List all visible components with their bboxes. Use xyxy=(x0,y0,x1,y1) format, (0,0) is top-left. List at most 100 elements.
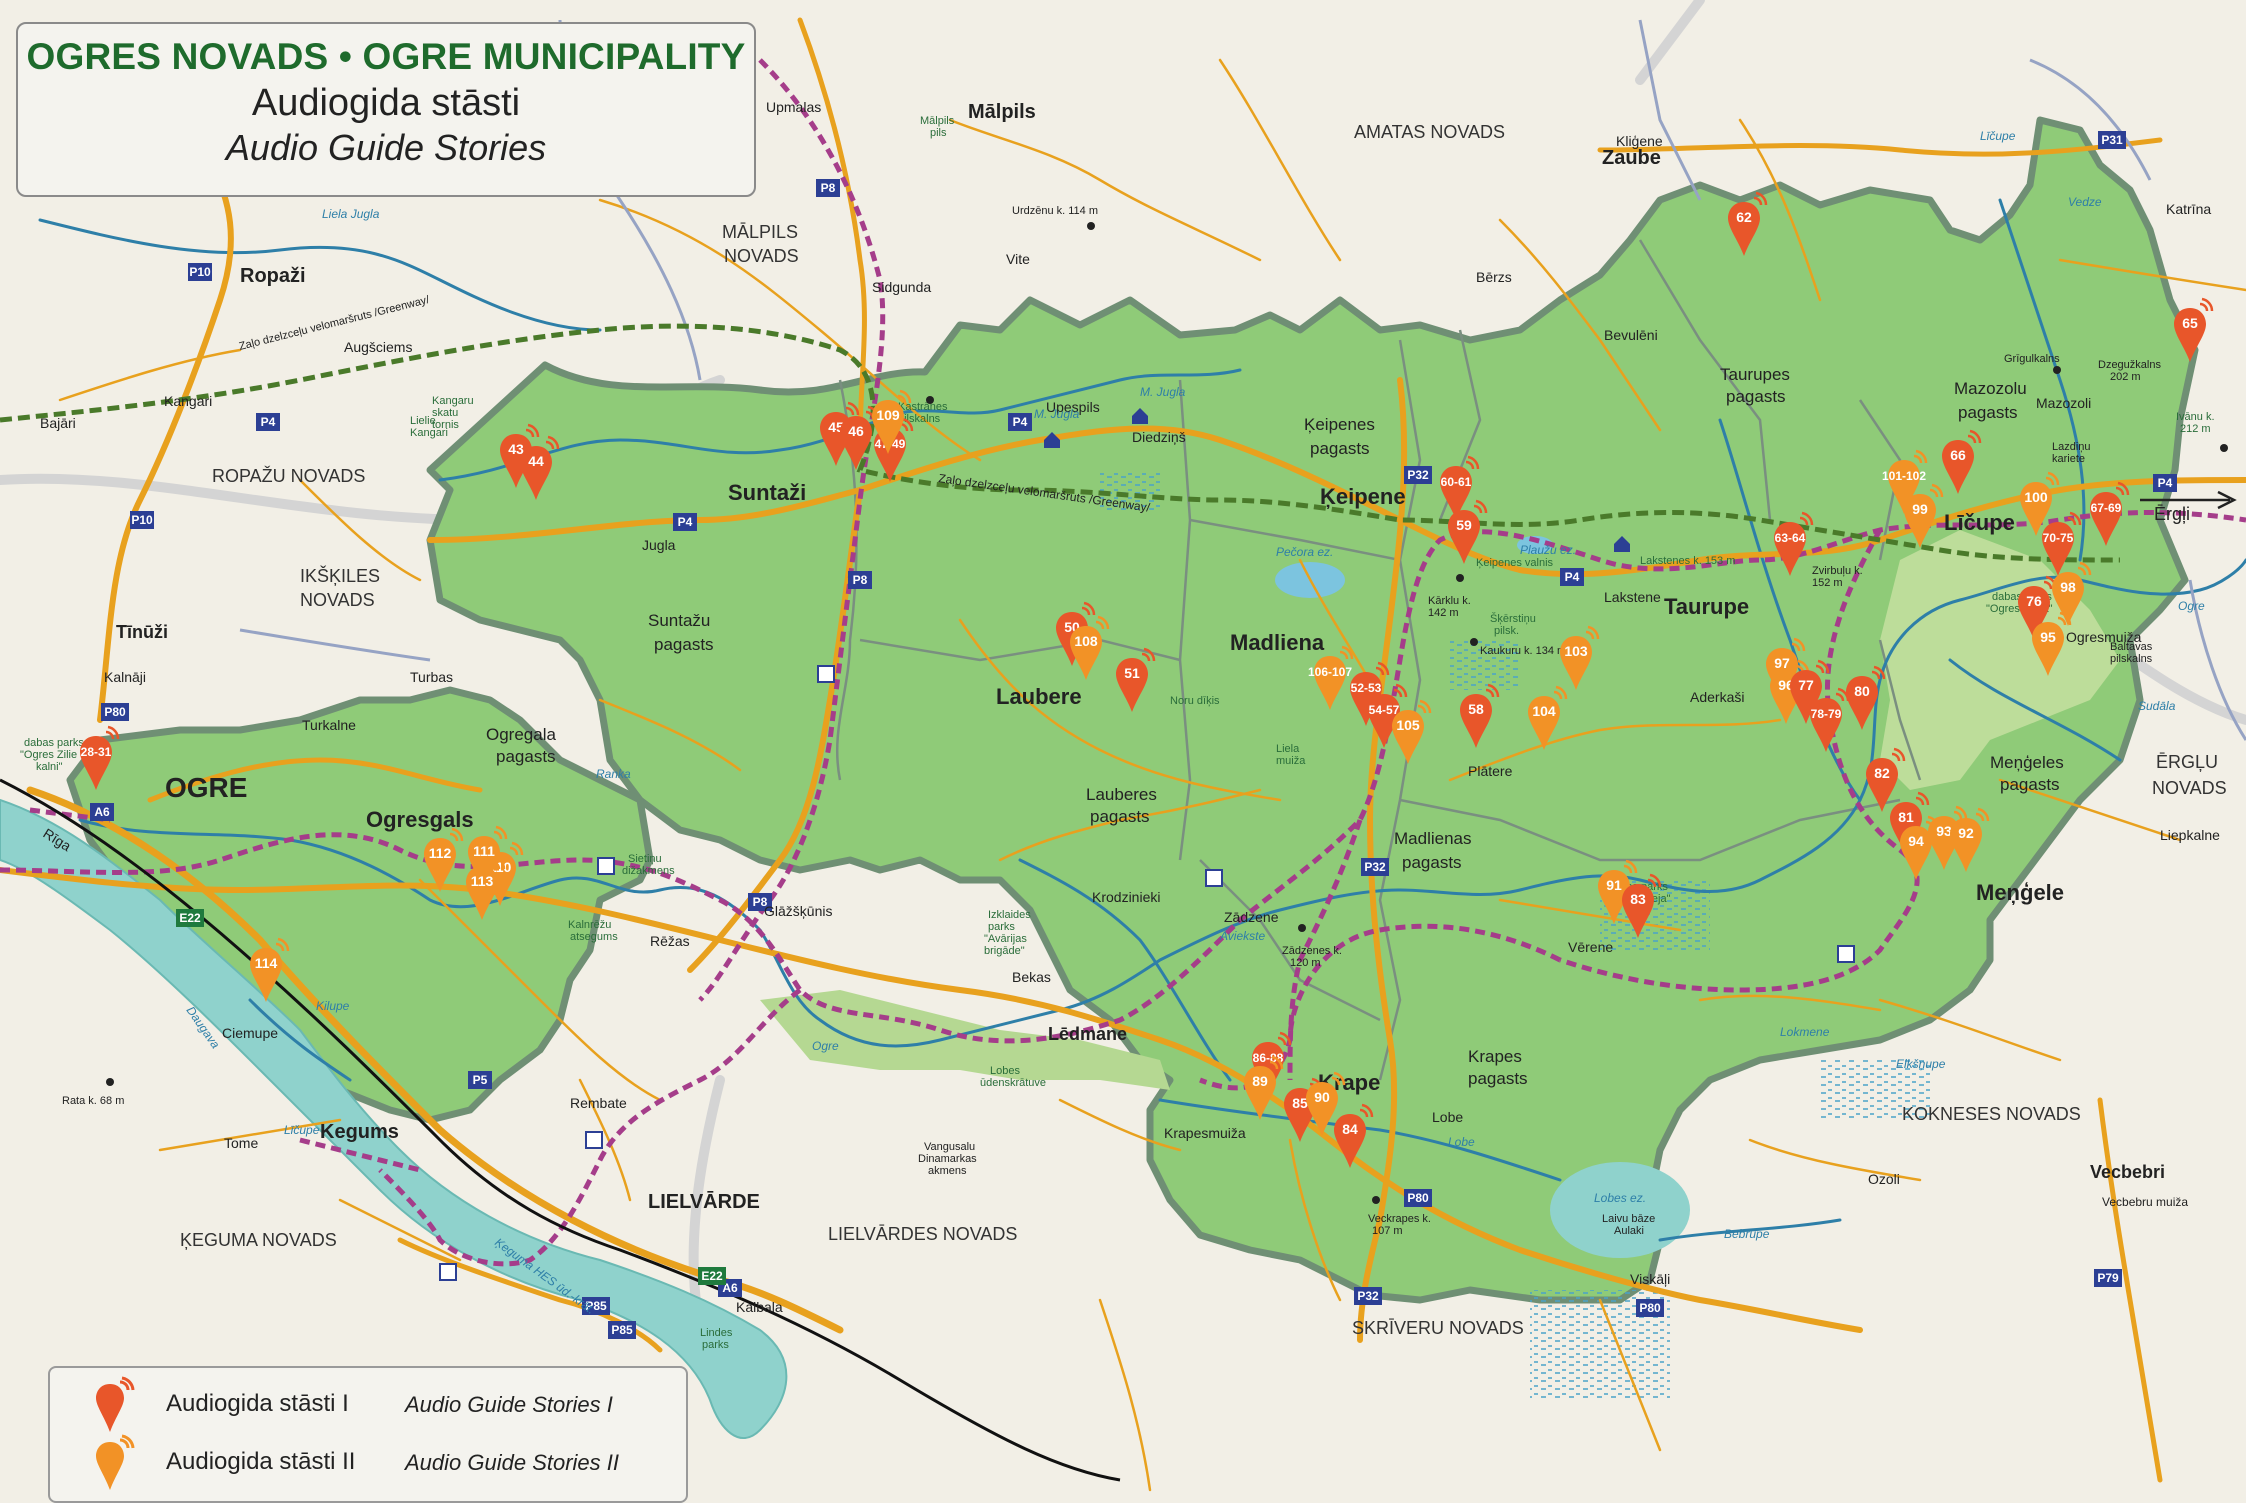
audio-marker-113[interactable]: 113 xyxy=(466,855,506,920)
svg-text:ūdenskrātuve: ūdenskrātuve xyxy=(980,1077,1046,1089)
audio-marker-108[interactable]: 108 xyxy=(1070,615,1110,680)
audio-marker-76[interactable]: 76 xyxy=(2018,575,2058,640)
svg-text:P80: P80 xyxy=(1407,1191,1429,1205)
sound-wave-icon xyxy=(1375,661,1390,676)
audio-marker-52-53[interactable]: 52-53 xyxy=(1350,661,1390,726)
poi-symbols xyxy=(106,222,2228,1281)
river-kilupe xyxy=(248,998,352,1082)
audio-marker-83[interactable]: 83 xyxy=(1622,873,1662,938)
sound-wave-icon xyxy=(2115,481,2130,496)
svg-text:Aulaki: Aulaki xyxy=(1614,1225,1644,1237)
sound-wave-icon xyxy=(1465,455,1480,470)
svg-text:P8: P8 xyxy=(753,895,768,909)
village-diedzins: Diedziņš xyxy=(1132,429,1186,445)
audio-marker-78-79[interactable]: 78-79 xyxy=(1810,687,1850,752)
river-label-pecora: Pečora ez. xyxy=(1276,545,1333,559)
marker-label: 54-57 xyxy=(1369,703,1400,717)
audio-marker-106-107[interactable]: 106-107 xyxy=(1308,645,1354,710)
audio-marker-99[interactable]: 99 xyxy=(1904,483,1944,548)
parish-mengeles-1: Meņģeles xyxy=(1990,753,2064,772)
audio-marker-80[interactable]: 80 xyxy=(1846,665,1886,730)
audio-marker-44[interactable]: 44 xyxy=(520,435,560,500)
audio-marker-63-64[interactable]: 63-64 xyxy=(1774,511,1814,576)
marker-label: 105 xyxy=(1396,717,1420,733)
audio-marker-84[interactable]: 84 xyxy=(1334,1103,1374,1168)
audio-marker-60-61[interactable]: 60-61 xyxy=(1440,455,1480,520)
audio-pin-icon xyxy=(520,446,552,500)
audio-marker-95[interactable]: 95 xyxy=(2032,611,2072,676)
svg-text:skatu: skatu xyxy=(432,407,458,419)
audio-marker-112[interactable]: 112 xyxy=(424,827,464,892)
poi-grigulkalns: Grīgulkalns xyxy=(2004,353,2060,365)
audio-marker-70-75[interactable]: 70-75 xyxy=(2042,511,2082,576)
audio-marker-114[interactable]: 114 xyxy=(250,937,290,1002)
place-suntazi: Suntaži xyxy=(728,480,806,505)
town-ergli: Ērgļi xyxy=(2154,504,2190,524)
audio-marker-58[interactable]: 58 xyxy=(1460,683,1500,748)
village-verene: Vērene xyxy=(1568,939,1613,955)
audio-marker-51[interactable]: 51 xyxy=(1116,647,1156,712)
audio-marker-59[interactable]: 59 xyxy=(1448,499,1488,564)
poi-kangaru: Kangaru xyxy=(432,395,474,407)
lake-lobes xyxy=(1550,1162,1690,1258)
audio-marker-89[interactable]: 89 xyxy=(1244,1055,1284,1120)
place-keipene: Ķeipene xyxy=(1320,484,1406,509)
audio-marker-81[interactable]: 81 xyxy=(1890,791,1930,856)
audio-marker-109[interactable]: 109 xyxy=(872,389,912,454)
county-lielvardes: LIELVĀRDES NOVADS xyxy=(828,1224,1017,1244)
sound-wave-icon xyxy=(1791,637,1806,652)
audio-marker-92[interactable]: 92 xyxy=(1950,807,1990,872)
village-turkalne: Turkalne xyxy=(302,717,356,733)
audio-marker-62[interactable]: 62 xyxy=(1728,191,1768,256)
marker-label: 100 xyxy=(2024,489,2048,505)
svg-text:atsegums: atsegums xyxy=(570,931,618,943)
poi-baltavas: Baltavas xyxy=(2110,641,2153,653)
audio-marker-28-31[interactable]: 28-31 xyxy=(80,725,120,790)
audio-pin-icon xyxy=(1314,656,1346,710)
audio-marker-105[interactable]: 105 xyxy=(1392,699,1432,764)
audio-pin-icon xyxy=(466,866,498,920)
village-katrina: Katrīna xyxy=(2166,201,2211,217)
svg-text:muiža: muiža xyxy=(1276,755,1306,767)
audio-pin-red-icon xyxy=(96,1376,135,1432)
audio-marker-90[interactable]: 90 xyxy=(1306,1071,1346,1136)
sound-wave-icon xyxy=(1277,1031,1292,1046)
marker-label: 114 xyxy=(255,955,278,971)
river-label-licupe: Līčupe xyxy=(1980,129,2016,143)
audio-marker-65[interactable]: 65 xyxy=(2174,297,2214,362)
audio-marker-103[interactable]: 103 xyxy=(1560,625,1600,690)
svg-text:P5: P5 xyxy=(473,1073,488,1087)
legend-label-2: Audiogida stāsti II xyxy=(166,1448,356,1475)
marker-label: 81 xyxy=(1898,809,1914,825)
svg-text:107 m: 107 m xyxy=(1372,1225,1403,1237)
place-mengele: Meņģele xyxy=(1976,880,2064,905)
audio-marker-98[interactable]: 98 xyxy=(2052,561,2092,626)
river-label-lokmene: Lokmene xyxy=(1780,1025,1830,1039)
audio-marker-100[interactable]: 100 xyxy=(2020,471,2060,536)
marker-label: 93 xyxy=(1936,823,1952,839)
audio-marker-77[interactable]: 77 xyxy=(1790,659,1830,724)
marker-label: 101-102 xyxy=(1882,469,1926,483)
audio-marker-54-57[interactable]: 54-57 xyxy=(1368,683,1408,748)
audio-pin-icon xyxy=(2174,308,2206,362)
parish-madlienas-2: pagasts xyxy=(1402,853,1462,872)
marker-label: 28-31 xyxy=(81,745,112,759)
sound-wave-icon xyxy=(845,401,860,416)
audio-marker-111[interactable]: 111 xyxy=(468,825,508,890)
audio-marker-104[interactable]: 104 xyxy=(1528,685,1568,750)
svg-text:P32: P32 xyxy=(1357,1289,1379,1303)
county-ikskiles-2: NOVADS xyxy=(300,590,375,610)
audio-marker-101-102[interactable]: 101-102 xyxy=(1882,449,1928,514)
audio-marker-43[interactable]: 43 xyxy=(500,423,540,488)
audio-marker-67-69[interactable]: 67-69 xyxy=(2090,481,2130,546)
sound-wave-icon xyxy=(1473,499,1488,514)
sound-wave-icon xyxy=(105,725,120,740)
audio-marker-66[interactable]: 66 xyxy=(1942,429,1982,494)
road-p5 xyxy=(147,757,483,803)
sound-wave-icon xyxy=(1799,511,1814,526)
sound-wave-icon xyxy=(1967,429,1982,444)
legend-label-1: Audiogida stāsti I xyxy=(166,1390,349,1417)
audio-marker-82[interactable]: 82 xyxy=(1866,747,1906,812)
audio-marker-91[interactable]: 91 xyxy=(1598,859,1638,924)
